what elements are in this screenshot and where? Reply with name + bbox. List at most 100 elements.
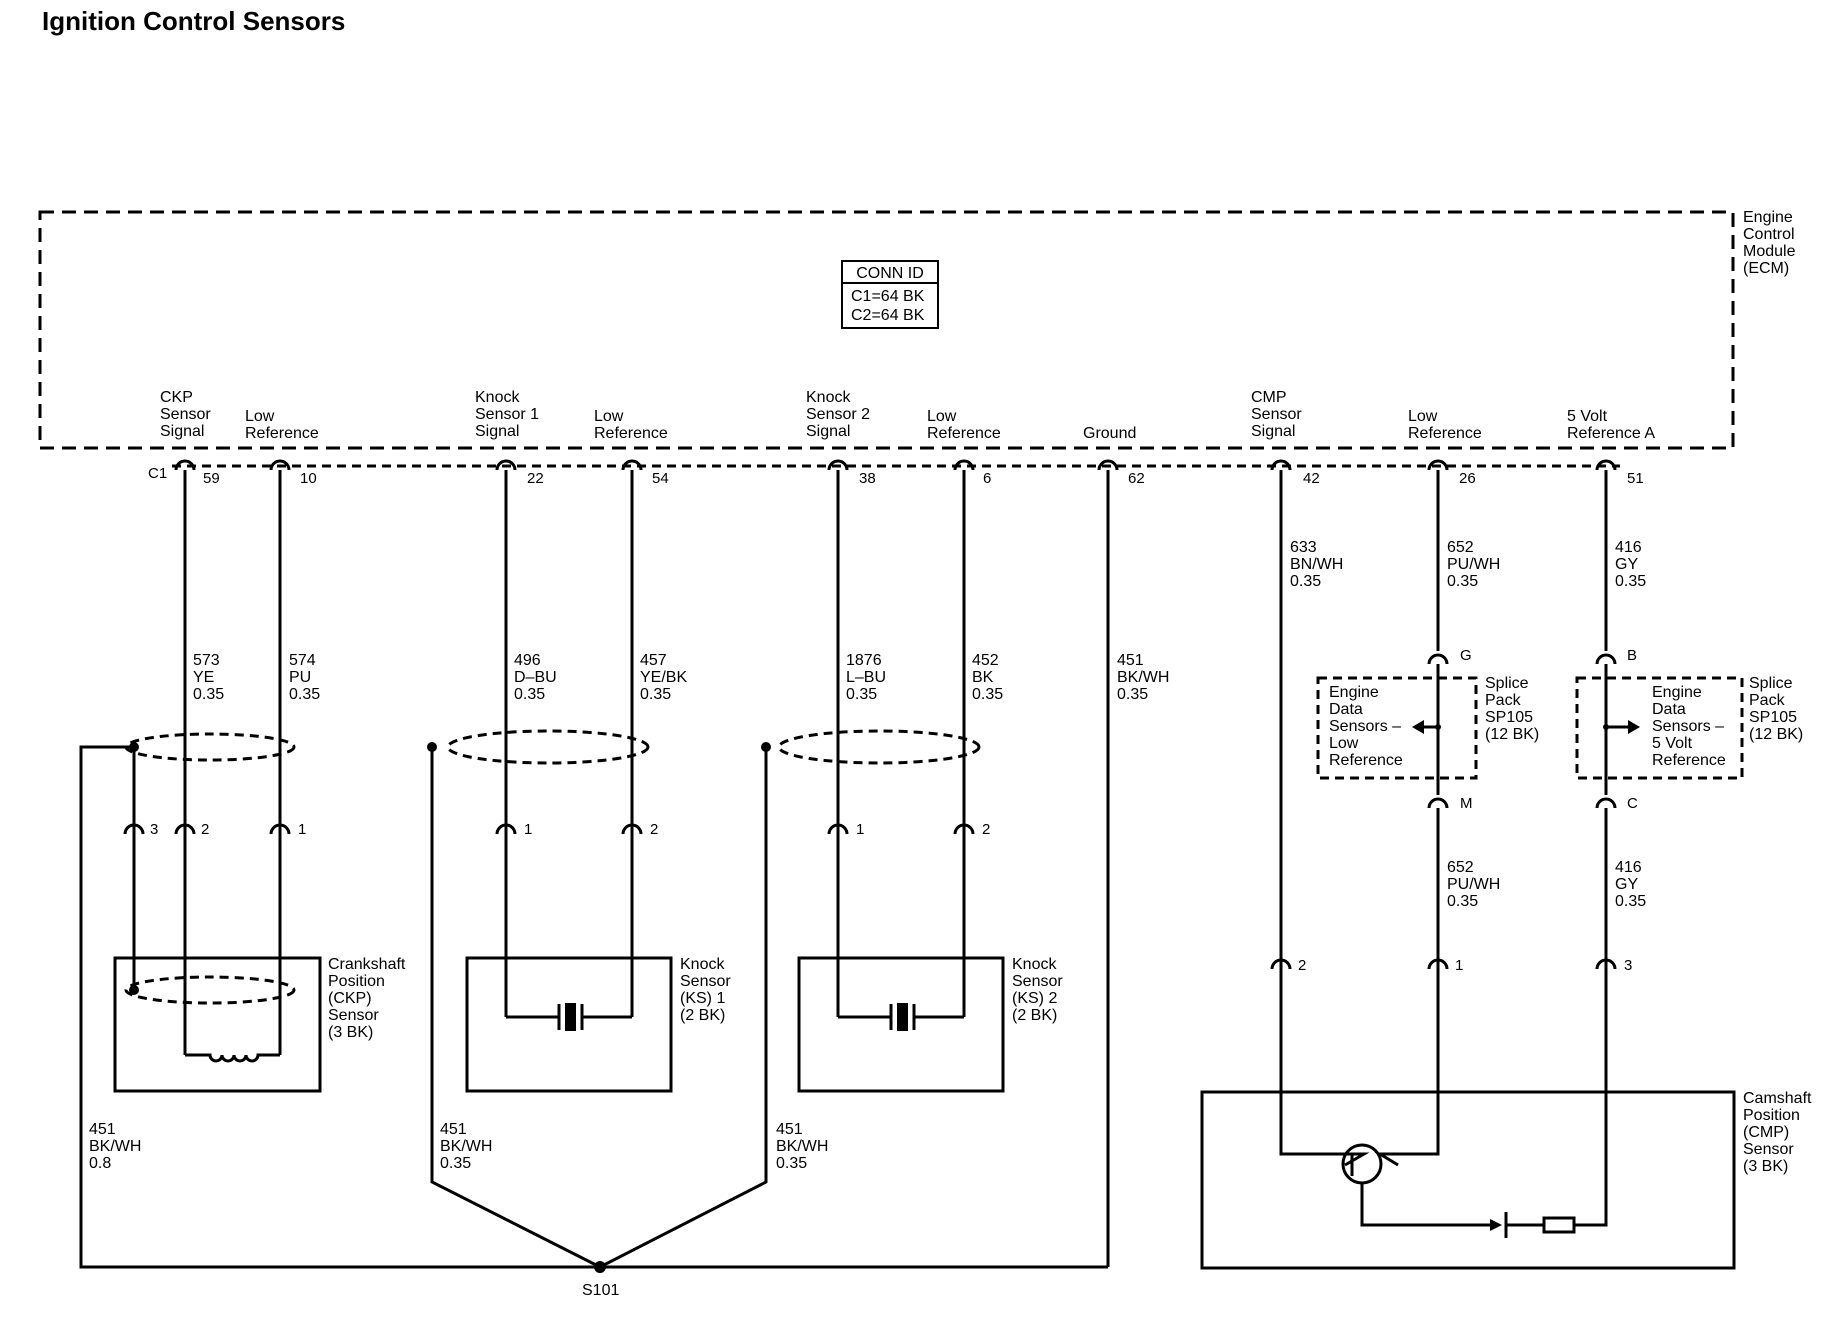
- svg-text:PU: PU: [289, 669, 311, 686]
- svg-text:Signal: Signal: [160, 423, 204, 440]
- svg-text:Crankshaft: Crankshaft: [328, 956, 406, 973]
- svg-text:(12 BK): (12 BK): [1749, 726, 1803, 743]
- svg-text:0.35: 0.35: [640, 686, 671, 703]
- svg-text:54: 54: [652, 470, 669, 487]
- svg-text:L–BU: L–BU: [846, 669, 886, 686]
- svg-text:0.35: 0.35: [846, 686, 877, 703]
- svg-text:Sensor: Sensor: [1012, 973, 1063, 990]
- svg-text:633: 633: [1290, 539, 1317, 556]
- svg-text:YE: YE: [193, 669, 214, 686]
- svg-text:574: 574: [289, 652, 316, 669]
- sensor-connector-pins: 3 2 1 1 2 1 2 2 1 3 G M B C: [123, 647, 1638, 990]
- svg-text:451: 451: [89, 1121, 116, 1138]
- svg-text:(ECM): (ECM): [1743, 260, 1789, 277]
- svg-text:Signal: Signal: [1251, 423, 1295, 440]
- svg-text:26: 26: [1459, 470, 1476, 487]
- svg-text:Sensor: Sensor: [328, 1007, 379, 1024]
- svg-text:5 Volt: 5 Volt: [1567, 408, 1608, 425]
- svg-text:451: 451: [440, 1121, 467, 1138]
- svg-text:0.35: 0.35: [1117, 686, 1148, 703]
- svg-text:573: 573: [193, 652, 220, 669]
- svg-text:G: G: [1460, 647, 1472, 664]
- svg-text:C: C: [1627, 795, 1638, 812]
- svg-text:416: 416: [1615, 539, 1642, 556]
- svg-text:Engine: Engine: [1743, 209, 1793, 226]
- svg-text:(KS) 1: (KS) 1: [680, 990, 725, 1007]
- svg-text:Knock: Knock: [806, 389, 851, 406]
- svg-text:Sensor 1: Sensor 1: [475, 406, 539, 423]
- svg-text:Sensor: Sensor: [160, 406, 211, 423]
- svg-text:42: 42: [1303, 470, 1320, 487]
- svg-text:652: 652: [1447, 539, 1474, 556]
- svg-text:B: B: [1627, 647, 1637, 664]
- svg-text:6: 6: [983, 470, 991, 487]
- svg-text:Sensor 2: Sensor 2: [806, 406, 870, 423]
- svg-text:0.35: 0.35: [1447, 573, 1478, 590]
- svg-text:0.35: 0.35: [1615, 893, 1646, 910]
- ckp-sensor-label: Crankshaft Position (CKP) Sensor (3 BK): [328, 956, 406, 1041]
- svg-text:2: 2: [982, 821, 990, 838]
- svg-text:Knock: Knock: [475, 389, 520, 406]
- svg-text:51: 51: [1627, 470, 1644, 487]
- svg-text:BN/WH: BN/WH: [1290, 556, 1343, 573]
- svg-text:Sensor: Sensor: [1743, 1141, 1794, 1158]
- svg-text:1: 1: [1455, 957, 1463, 974]
- svg-text:Signal: Signal: [475, 423, 519, 440]
- ks2-label: Knock Sensor (KS) 2 (2 BK): [1012, 956, 1063, 1024]
- wire-lines: [183, 470, 1608, 1267]
- svg-text:Knock: Knock: [680, 956, 725, 973]
- ecm-label: Engine Control Module (ECM): [1743, 209, 1796, 277]
- svg-text:(2 BK): (2 BK): [680, 1007, 725, 1024]
- ecm-terminals: 59 10 22 54 38 6 62 42 26 51: [174, 459, 1644, 487]
- svg-text:Position: Position: [328, 973, 385, 990]
- svg-text:Knock: Knock: [1012, 956, 1057, 973]
- cmp-sensor: Camshaft Position (CMP) Sensor (3 BK): [1200, 961, 1812, 1270]
- svg-text:Reference: Reference: [1329, 752, 1403, 769]
- svg-text:1: 1: [524, 821, 532, 838]
- svg-text:Low: Low: [1329, 735, 1359, 752]
- svg-text:Control: Control: [1743, 226, 1795, 243]
- svg-text:BK/WH: BK/WH: [1117, 669, 1169, 686]
- svg-text:2: 2: [1298, 957, 1306, 974]
- svg-text:C1=64 BK: C1=64 BK: [851, 288, 925, 305]
- svg-text:2: 2: [201, 821, 209, 838]
- svg-text:Camshaft: Camshaft: [1743, 1090, 1812, 1107]
- svg-text:0.35: 0.35: [1615, 573, 1646, 590]
- svg-text:(3 BK): (3 BK): [1743, 1158, 1788, 1175]
- svg-text:0.8: 0.8: [89, 1155, 111, 1172]
- svg-text:Position: Position: [1743, 1107, 1800, 1124]
- ecm-module: Engine Control Module (ECM) CONN ID C1=6…: [38, 209, 1796, 482]
- svg-text:Low: Low: [245, 408, 275, 425]
- svg-text:3: 3: [1624, 957, 1632, 974]
- svg-text:Reference: Reference: [594, 425, 668, 442]
- svg-text:BK/WH: BK/WH: [440, 1138, 492, 1155]
- svg-text:Reference: Reference: [1652, 752, 1726, 769]
- svg-text:59: 59: [203, 470, 220, 487]
- splice-pack-low-ref: Engine Data Sensors – Low Reference Spli…: [1316, 675, 1539, 780]
- svg-text:451: 451: [1117, 652, 1144, 669]
- svg-text:1: 1: [856, 821, 864, 838]
- svg-text:(CMP): (CMP): [1743, 1124, 1789, 1141]
- splice-s101: S101: [582, 1282, 619, 1299]
- svg-text:PU/WH: PU/WH: [1447, 876, 1500, 893]
- svg-text:Reference: Reference: [245, 425, 319, 442]
- svg-text:(KS) 2: (KS) 2: [1012, 990, 1057, 1007]
- svg-text:Data: Data: [1329, 701, 1363, 718]
- shields: [124, 729, 981, 765]
- cmp-sensor-label: Camshaft Position (CMP) Sensor (3 BK): [1743, 1090, 1812, 1175]
- diagram-title: Ignition Control Sensors: [42, 6, 345, 36]
- svg-text:C2=64 BK: C2=64 BK: [851, 307, 925, 324]
- svg-text:10: 10: [300, 470, 317, 487]
